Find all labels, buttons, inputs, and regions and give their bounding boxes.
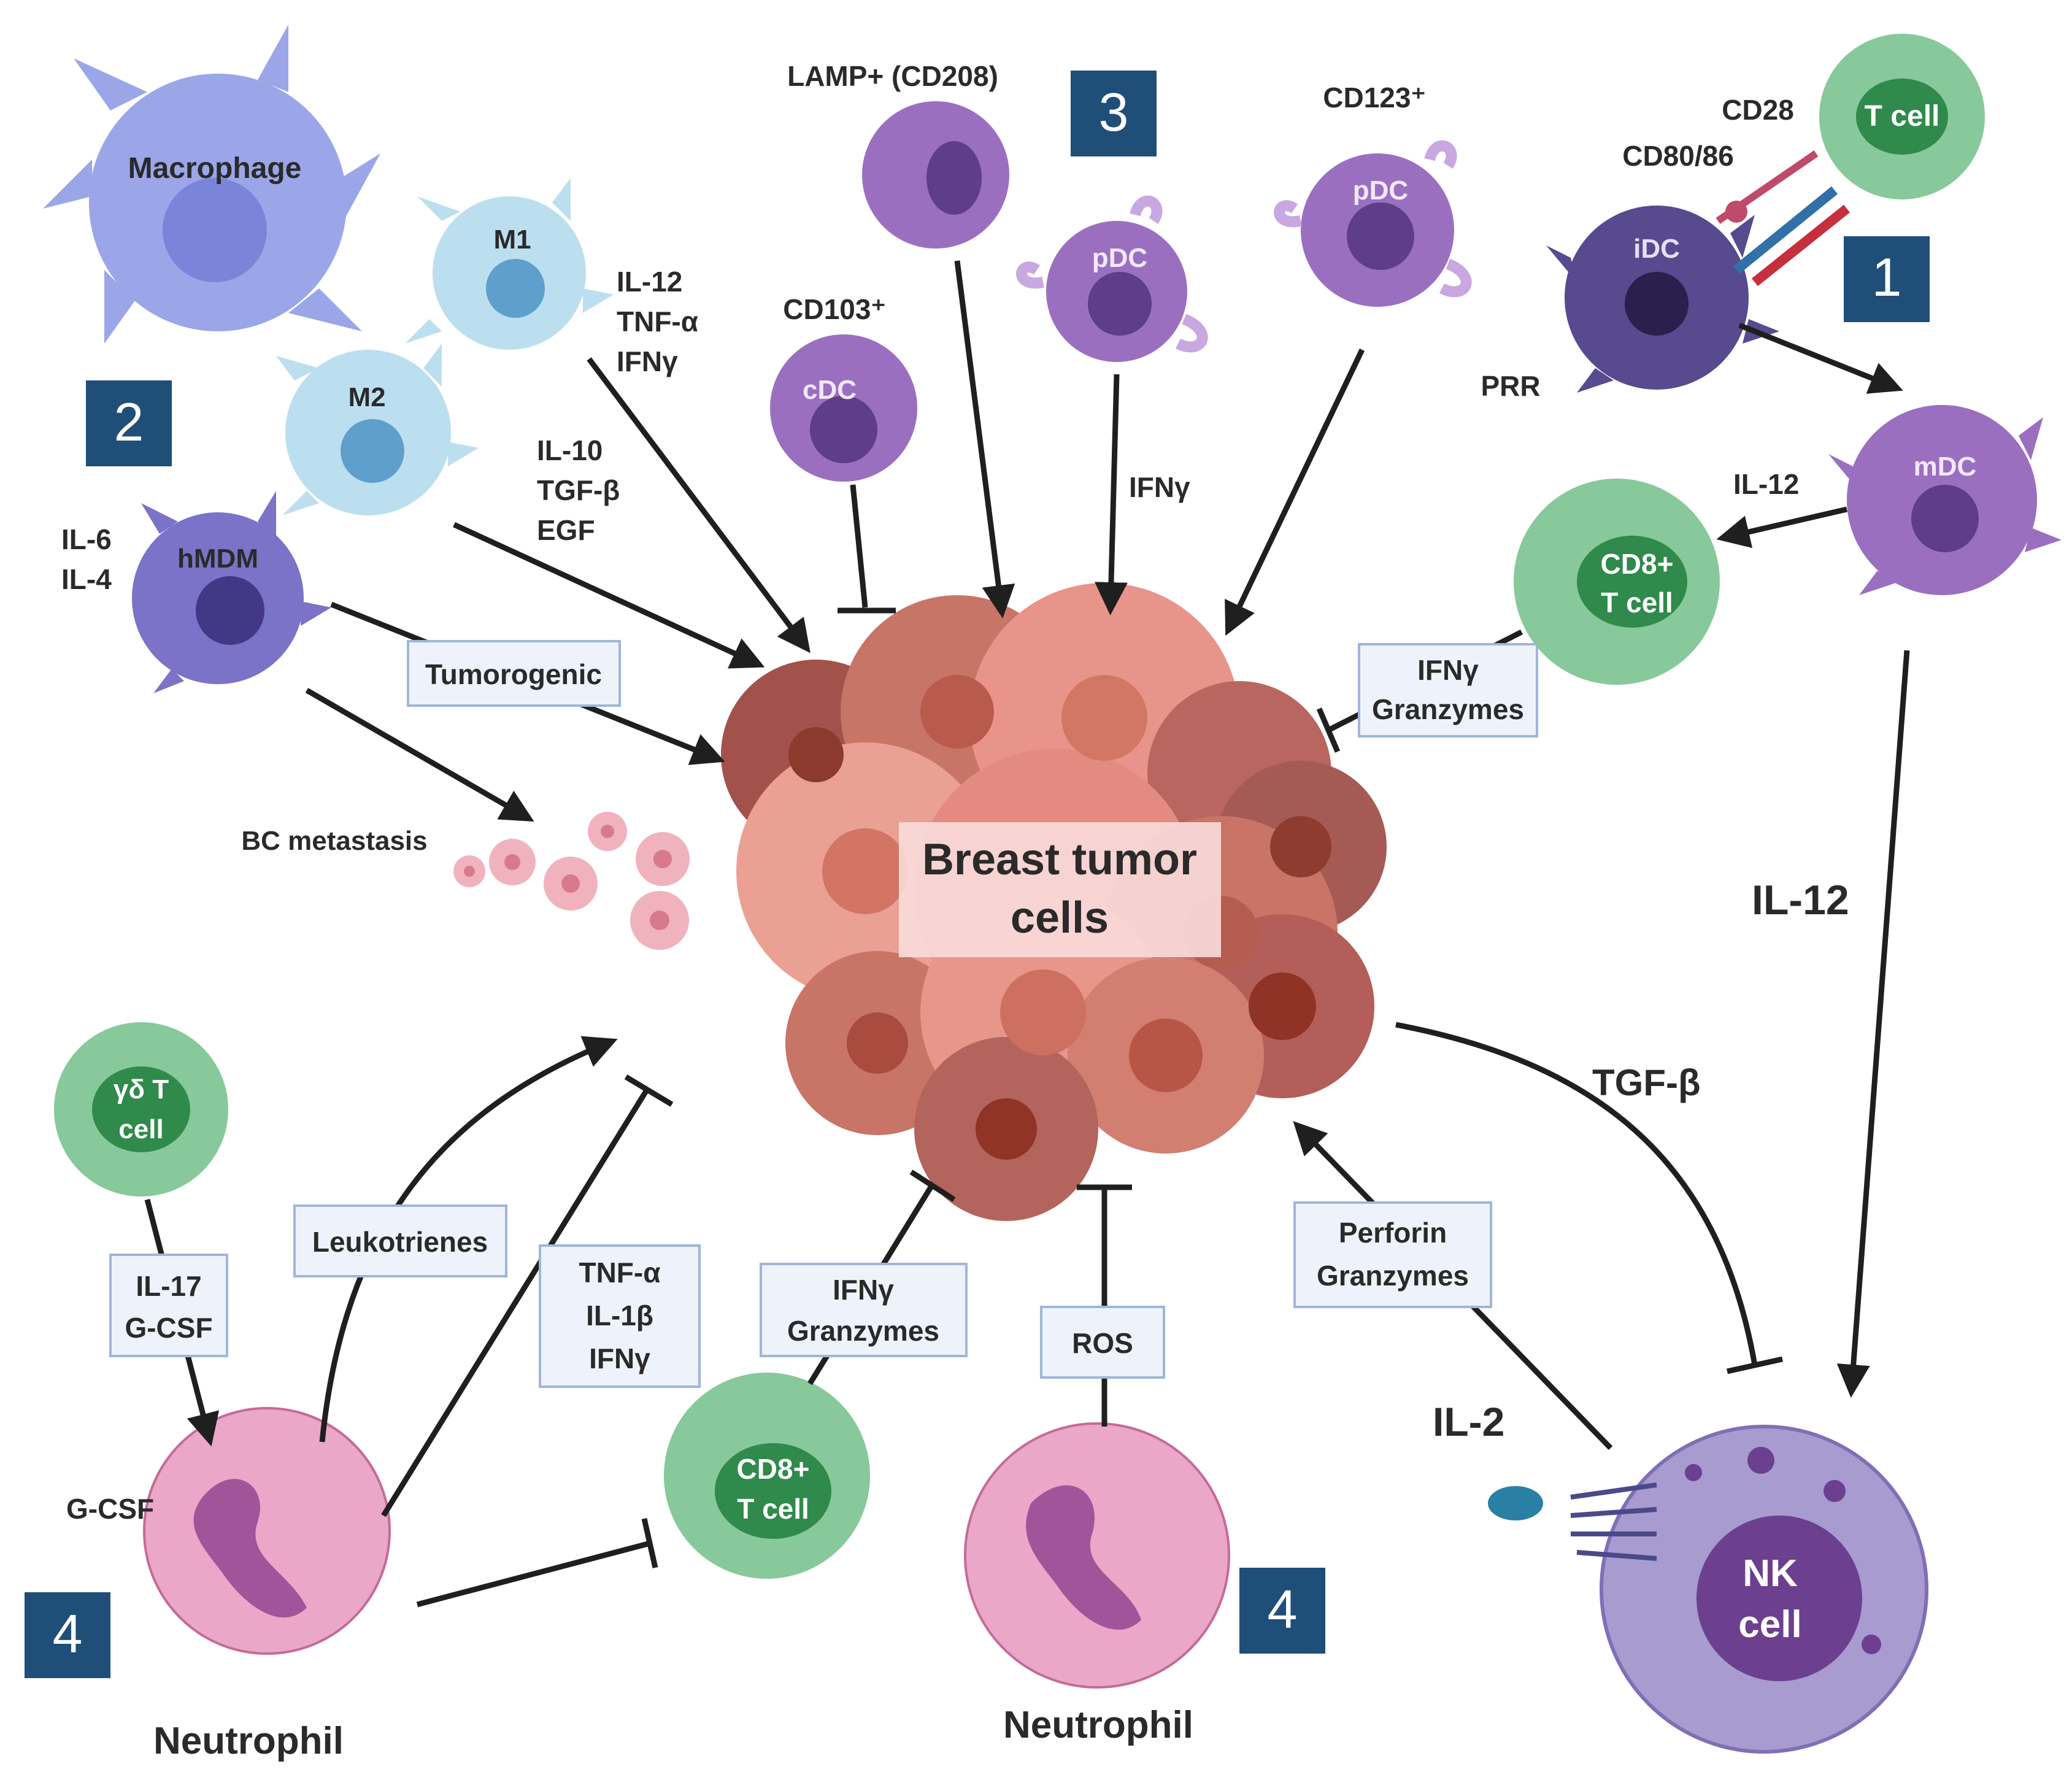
hmdm-il6: IL-6 [61, 523, 112, 555]
cd8-t-cell-top [1514, 479, 1720, 685]
pdc-label-2: pDC [1353, 175, 1408, 206]
svg-text:1: 1 [1872, 247, 1902, 307]
cdc-cell [770, 334, 917, 482]
pdc-ifn-label: IFNγ [1129, 471, 1190, 503]
lamp-dc-cell [862, 101, 1009, 249]
tnf-text-2: IL-1β [586, 1300, 653, 1331]
tgfb-label: TGF-β [1592, 1062, 1701, 1103]
perforin-text-1: Perforin [1339, 1217, 1447, 1249]
cd8-bottom-label-line2: T cell [737, 1493, 809, 1525]
svg-text:3: 3 [1099, 82, 1129, 142]
cd123-label: CD123⁺ [1323, 82, 1425, 114]
bc-metastasis-cells [453, 812, 690, 950]
tumor-label-line1: Breast tumor [922, 835, 1197, 884]
neutrophil-middle-label: Neutrophil [1003, 1704, 1193, 1746]
svg-text:4: 4 [1268, 1579, 1298, 1639]
bc-metastasis-label: BC metastasis [241, 826, 427, 856]
mdc-cell [1828, 405, 2062, 595]
tnf-il1-ifn-box [539, 1244, 701, 1388]
ros-box [1040, 1306, 1165, 1379]
tumor-label-box [899, 822, 1221, 957]
macrophage-label: Macrophage [128, 152, 302, 185]
cd8-top-label-line2: T cell [1601, 587, 1673, 618]
nk-label-line2: cell [1738, 1603, 1801, 1646]
m1-tnf: TNF-α [617, 306, 698, 337]
mdc-label: mDC [1914, 452, 1977, 482]
nk-cell [1600, 1425, 1928, 1754]
macrophage-cell [43, 25, 380, 344]
m2-tgf: TGF-β [537, 474, 620, 506]
svg-text:4: 4 [53, 1603, 83, 1664]
m2-egf: EGF [537, 514, 595, 546]
pdc-label-1: pDC [1092, 243, 1147, 273]
m2-label: M2 [348, 382, 385, 412]
ifn-granzymes-bottom-box [760, 1263, 968, 1357]
il2-label: IL-2 [1433, 1399, 1504, 1444]
m1-label: M1 [493, 225, 531, 255]
neutrophil-middle [964, 1422, 1230, 1689]
il17-gcsf-box [109, 1254, 228, 1357]
nk-label-line1: NK [1743, 1552, 1798, 1595]
neutrophil-left-label: Neutrophil [153, 1720, 344, 1762]
cdc-label: cDC [803, 375, 857, 405]
pdc-cell-1 [1016, 195, 1208, 362]
m2-cell [276, 344, 479, 515]
ifn-gran-top-1: IFNγ [1417, 654, 1479, 686]
hmdm-label: hMDM [177, 544, 258, 574]
il2-receptor-icon [1488, 1482, 1657, 1561]
lamp-label: LAMP+ (CD208) [787, 60, 998, 92]
ifn-gran-bot-2: Granzymes [787, 1315, 939, 1347]
cd80-label: CD80/86 [1622, 140, 1734, 172]
gamma-delta-t-cell [54, 1022, 228, 1196]
costimulatory-receptors [1716, 150, 1850, 287]
badge-4-middle: 4 [1239, 1568, 1325, 1654]
ifn-granzymes-top-box [1358, 643, 1538, 738]
gcsf-label: G-CSF [66, 1493, 154, 1525]
t-cell-label: T cell [1865, 100, 1940, 133]
gd-label-line2: cell [118, 1114, 163, 1144]
gd-label-line1: γδ T [114, 1074, 169, 1104]
neutrophil-left [143, 1407, 391, 1655]
tnf-text-1: TNF-α [579, 1257, 660, 1289]
ifn-gran-bot-1: IFNγ [833, 1274, 894, 1306]
idc-label: iDC [1633, 234, 1680, 264]
m2-il10: IL-10 [537, 434, 603, 466]
pdc-cell-2 [1274, 140, 1472, 307]
badge-1: 1 [1844, 236, 1930, 322]
cd103-label: CD103⁺ [783, 293, 885, 325]
leukotrienes-text: Leukotrienes [312, 1226, 488, 1258]
cd8-top-label-line1: CD8+ [1601, 548, 1674, 580]
cd28-label: CD28 [1722, 94, 1794, 126]
mdc-il12-small: IL-12 [1733, 468, 1799, 500]
ros-text: ROS [1072, 1327, 1133, 1359]
badge-3: 3 [1071, 71, 1157, 156]
cd8-bottom-label-line1: CD8+ [737, 1453, 810, 1485]
perforin-granzymes-box [1293, 1201, 1492, 1308]
ifn-gran-top-2: Granzymes [1372, 693, 1524, 725]
perforin-text-2: Granzymes [1317, 1260, 1469, 1292]
leukotrienes-box [293, 1204, 507, 1277]
badge-2: 2 [86, 380, 172, 466]
tnf-text-3: IFNγ [589, 1343, 650, 1374]
prr-label: PRR [1481, 370, 1540, 402]
cd8-t-cell-bottom [664, 1373, 870, 1579]
t-cell [1819, 34, 1985, 199]
tumor-label-line2: cells [1011, 893, 1109, 942]
hmdm-cell [132, 491, 331, 693]
il17-text-1: IL-17 [136, 1270, 201, 1302]
m1-ifn: IFNγ [617, 345, 678, 377]
m1-il12: IL-12 [617, 266, 682, 298]
tumorogenic-text: Tumorogenic [425, 658, 602, 690]
idc-cell [1546, 206, 1779, 393]
badge-4-left: 4 [25, 1592, 110, 1678]
il17-text-2: G-CSF [125, 1312, 212, 1344]
hmdm-il4: IL-4 [61, 563, 112, 595]
tumorogenic-box [407, 640, 621, 707]
m1-cell [405, 178, 614, 350]
il12-big-label: IL-12 [1752, 877, 1849, 923]
svg-text:2: 2 [114, 391, 144, 452]
